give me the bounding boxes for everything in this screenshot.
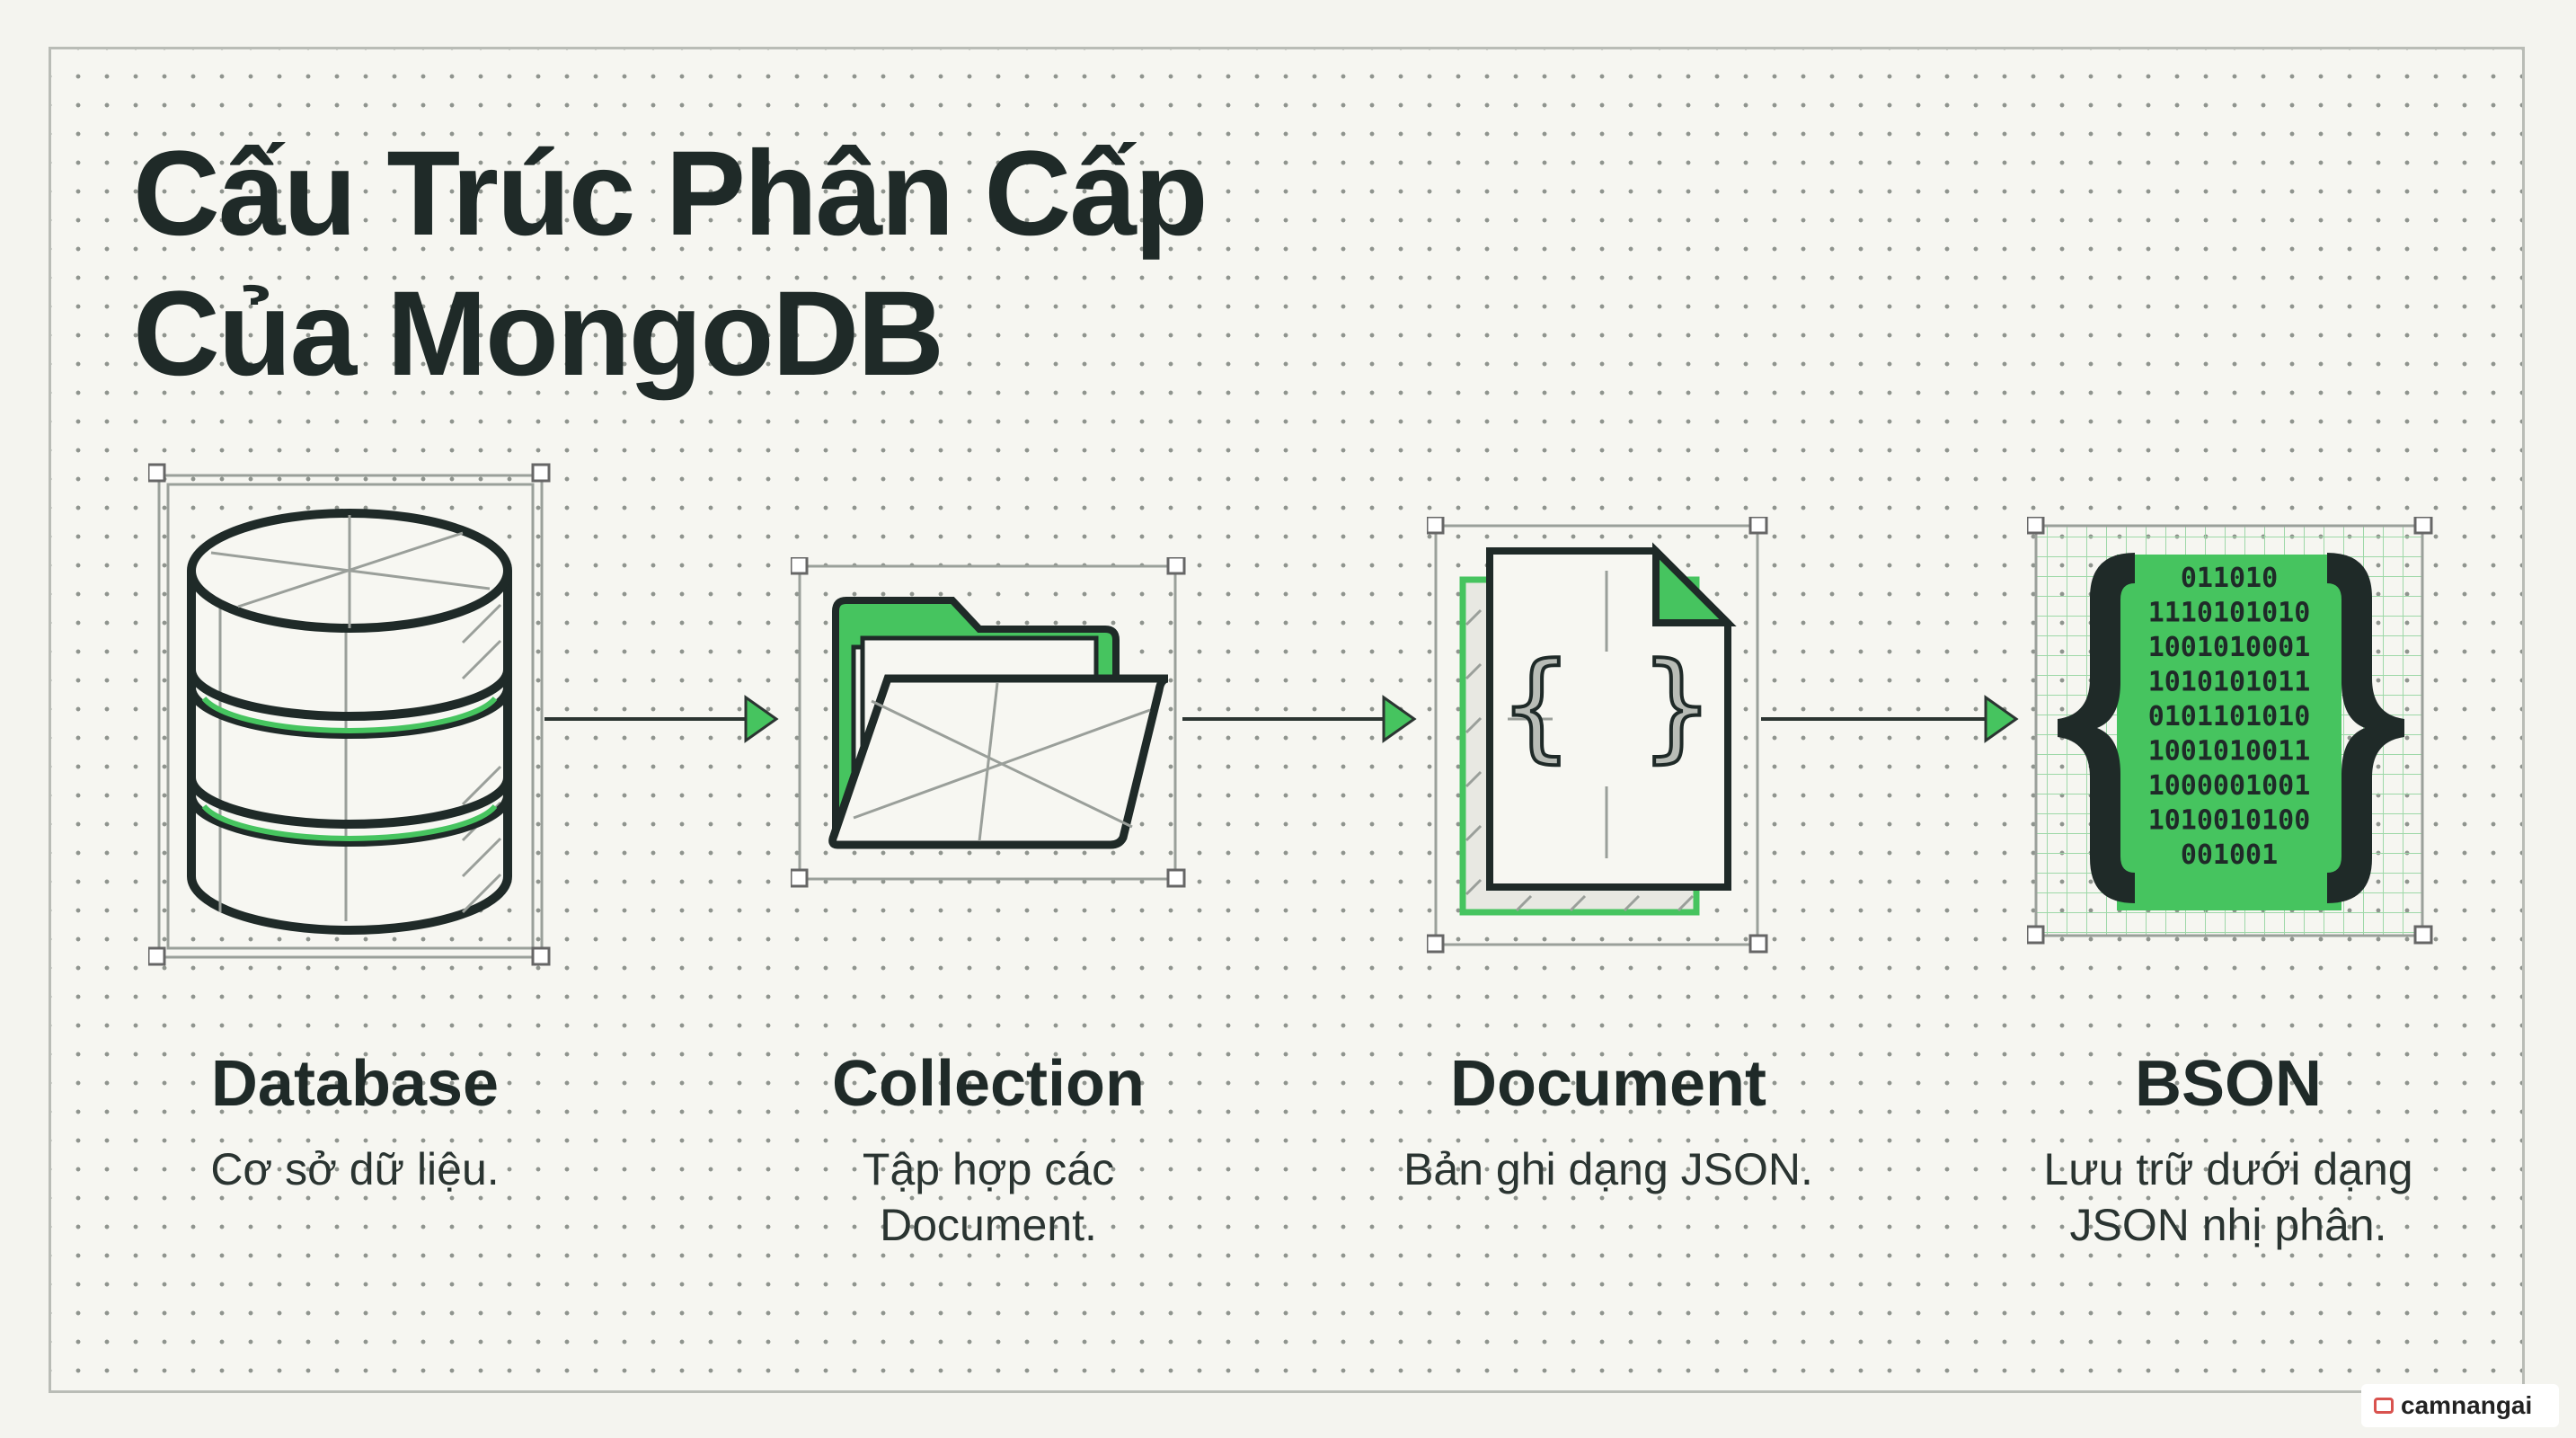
arrowhead-2 bbox=[1382, 695, 1417, 743]
stage-name-bson: BSON bbox=[2134, 1048, 2323, 1120]
bson-binary-row: 1010010100 bbox=[2148, 805, 2311, 837]
bson-binary-row: 1010101011 bbox=[2148, 667, 2311, 698]
stage-desc-bson: Lưu trữ dưới dạng JSON nhị phân. bbox=[2043, 1144, 2413, 1250]
folder-icon bbox=[791, 557, 1186, 888]
stage-name-collection: Collection bbox=[831, 1048, 1145, 1120]
bson-binary-row: 0101101010 bbox=[2148, 701, 2311, 732]
title-line-1: Cấu Trúc Phân Cấp bbox=[133, 127, 1208, 261]
arrowhead-3 bbox=[1984, 695, 2019, 743]
stage-name-document: Document bbox=[1449, 1048, 1767, 1120]
bson-binary-row: 1000001001 bbox=[2148, 770, 2311, 802]
bson-binary-row: 1110101010 bbox=[2148, 598, 2311, 629]
page-title: Cấu Trúc Phân Cấp Của MongoDB bbox=[133, 124, 1208, 404]
arrowhead-1 bbox=[744, 695, 779, 743]
stage-desc-collection: Tập hợp các Document. bbox=[862, 1144, 1115, 1250]
watermark-badge: camnangai bbox=[2361, 1384, 2559, 1427]
watermark-logo-icon bbox=[2374, 1398, 2394, 1414]
bson-binary-row: 001001 bbox=[2181, 839, 2278, 871]
stage-name-database: Database bbox=[210, 1048, 500, 1120]
watermark-text: camnangai bbox=[2401, 1391, 2533, 1419]
stage-desc-document: Bản ghi dạng JSON. bbox=[1403, 1144, 1813, 1194]
title-line-2: Của MongoDB bbox=[133, 267, 944, 401]
stage-desc-database: Cơ sở dữ liệu. bbox=[210, 1144, 500, 1194]
database-cylinder-icon bbox=[148, 463, 551, 966]
bson-binary-row: 011010 bbox=[2181, 563, 2278, 594]
bson-binary-row: 1001010011 bbox=[2148, 736, 2311, 768]
svg-text:{ }: { } bbox=[1501, 637, 1713, 774]
bson-binary-row: 1001010001 bbox=[2148, 632, 2311, 663]
document-braces-icon: { } bbox=[1427, 517, 1768, 954]
